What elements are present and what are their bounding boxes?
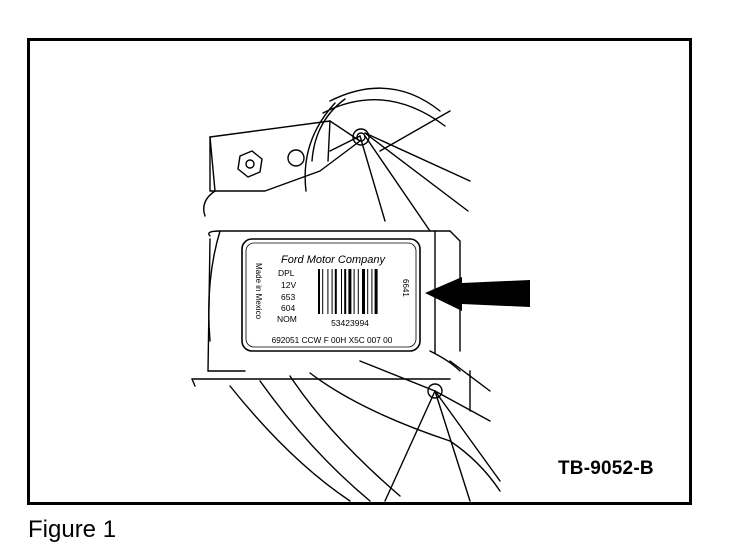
barcode-bar [367, 269, 369, 314]
fan-motor-illustration: Ford Motor Company Made in Mexico DPL 12… [191, 87, 530, 502]
barcode-bar [374, 269, 378, 314]
figure-frame: Ford Motor Company Made in Mexico DPL 12… [27, 38, 692, 505]
origin-text: Made in Mexico [254, 263, 263, 320]
barcode-bar [327, 269, 329, 314]
label-line-653: 653 [281, 292, 295, 302]
barcode [318, 269, 378, 314]
label-line-604: 604 [281, 303, 295, 313]
barcode-bar [334, 269, 337, 314]
barcode-number: 53423994 [331, 318, 369, 328]
figure-caption: Figure 1 [28, 516, 117, 543]
pointer-arrow [425, 277, 530, 311]
barcode-bar [341, 269, 342, 314]
side-code: 6641 [401, 279, 410, 297]
part-code: 692051 CCW F 00H X5C 007 00 [272, 335, 393, 345]
barcode-bar [318, 269, 320, 314]
barcode-bar [371, 269, 373, 314]
barcode-bar [331, 269, 333, 314]
barcode-bar [322, 269, 324, 314]
barcode-bar [344, 269, 347, 314]
barcode-bar [353, 269, 355, 314]
motor-label: Ford Motor Company Made in Mexico DPL 12… [241, 238, 421, 352]
barcode-bar [348, 269, 352, 314]
brand-script: Ford Motor Company [281, 254, 386, 266]
figure-id: TB-9052-B [558, 458, 654, 479]
barcode-bar [357, 269, 359, 314]
label-line-nom: NOM [277, 314, 297, 324]
label-line-dpl: DPL [278, 268, 295, 278]
label-line-12v: 12V [281, 280, 296, 290]
barcode-bar [362, 269, 365, 314]
